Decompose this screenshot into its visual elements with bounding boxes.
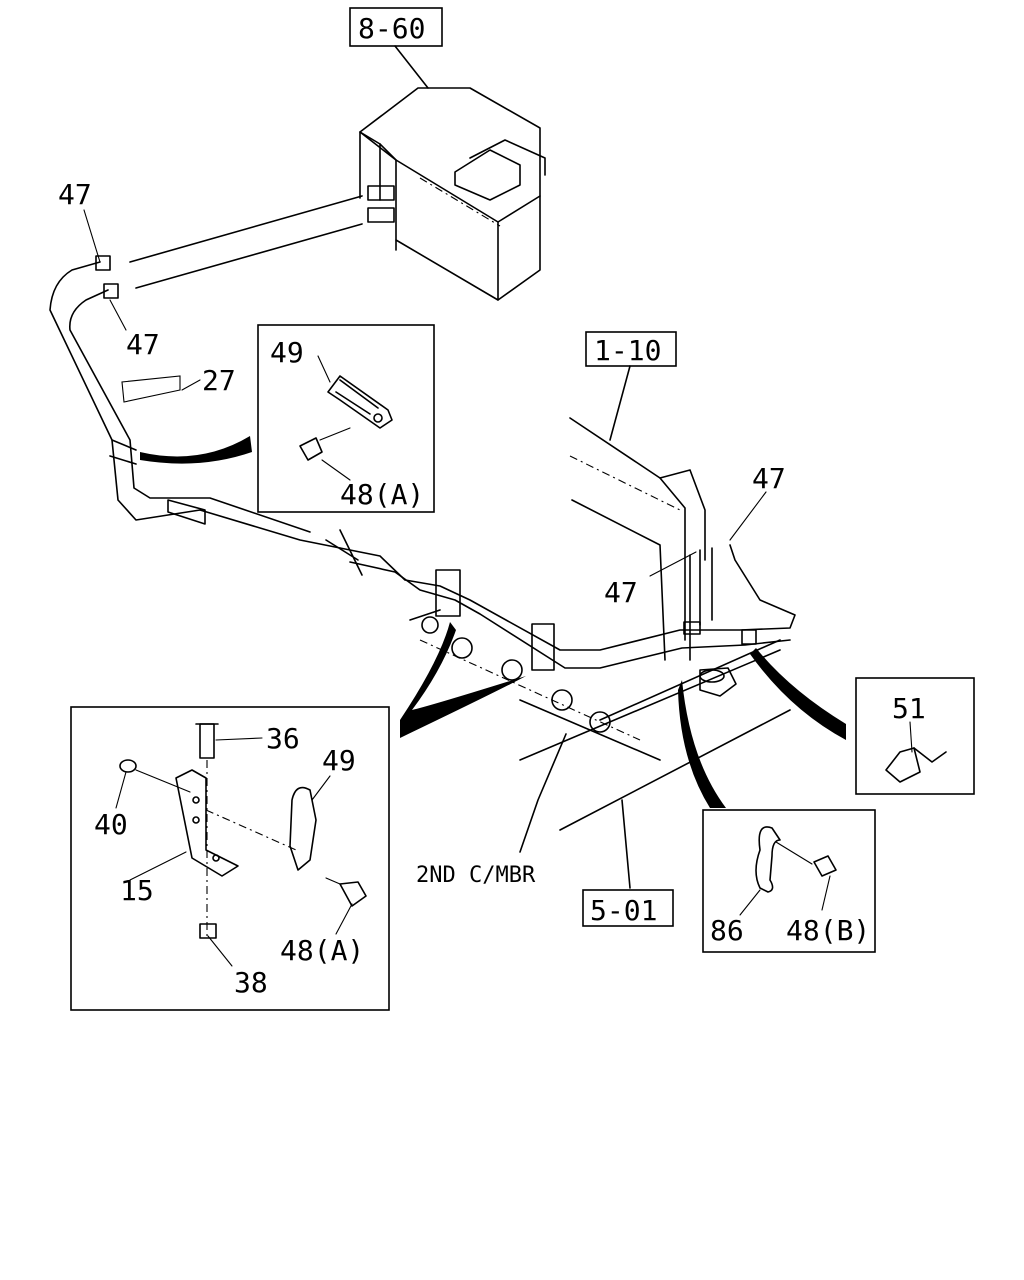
part-48b: 48(B) [786,914,870,947]
part-40: 40 [94,808,128,841]
inset-clip-86 [702,809,876,953]
part-48a-bracket: 48(A) [280,934,364,967]
part-49-inset: 49 [270,336,304,369]
part-86: 86 [710,914,744,947]
part-47-top: 47 [58,178,92,211]
part-15: 15 [120,874,154,907]
frame-member [409,331,791,927]
member-note: 2ND C/MBR [416,863,536,888]
cooler-unit [349,7,546,301]
ref-1-10: 1-10 [594,334,661,367]
ref-5-01: 5-01 [590,894,657,927]
part-38: 38 [234,966,268,999]
part-51: 51 [892,692,926,725]
main-pipes [325,529,796,671]
callout-wedges [140,436,846,808]
part-27: 27 [202,364,236,397]
part-36: 36 [266,722,300,755]
leaders [83,209,767,577]
part-47-mid: 47 [604,576,638,609]
ref-8-60: 8-60 [358,12,425,45]
inset-clip-top [257,324,435,513]
inset-51 [855,677,975,795]
part-48a-inset: 48(A) [340,478,424,511]
part-49-bracket: 49 [322,744,356,777]
part-47-upper: 47 [126,328,160,361]
inset-bracket [70,706,390,1011]
upper-pipes [49,195,363,549]
part-47-right: 47 [752,462,786,495]
